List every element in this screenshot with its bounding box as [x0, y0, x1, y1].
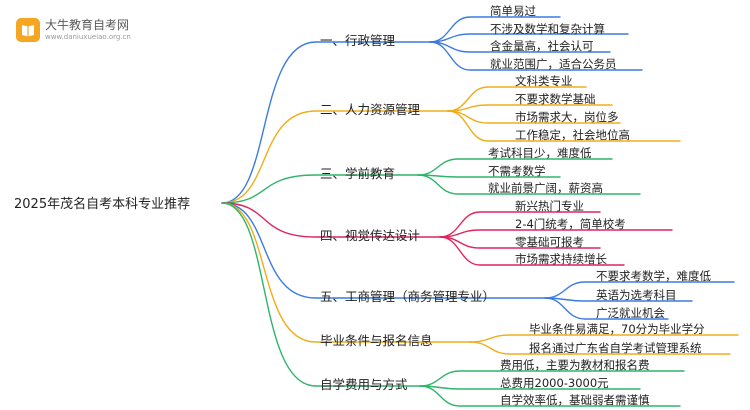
- branch-connector: [221, 202, 471, 343]
- leaf-item: 考试科目少，难度低: [488, 146, 592, 160]
- branch-label: 四、视觉传达设计: [320, 228, 421, 243]
- branch-connector: [221, 202, 421, 387]
- leaf-item: 不涉及数学和复杂计算: [490, 22, 605, 36]
- leaf-connector: [544, 297, 669, 320]
- leaf-connector: [439, 236, 625, 266]
- leaf-item: 就业范围广，适合公务员: [490, 57, 617, 71]
- branch-connector: [221, 202, 546, 299]
- branch-connector: [221, 202, 441, 238]
- leaf-connector: [469, 341, 731, 355]
- leaf-item: 新兴热门专业: [515, 199, 584, 213]
- leaf-item: 不需考数学: [488, 164, 546, 178]
- branch-label: 三、学前教育: [320, 166, 396, 181]
- leaf-item: 文科类专业: [515, 74, 573, 88]
- leaf-item: 不要求数学基础: [515, 92, 596, 106]
- leaf-item: 广泛就业机会: [596, 306, 665, 320]
- branch-label: 自学费用与方式: [320, 377, 408, 392]
- leaf-item: 费用低，主要为教材和报名费: [500, 358, 650, 372]
- branch-label: 五、工商管理（商务管理专业）: [320, 289, 496, 304]
- brand-logo: 大牛教育自考网 www.daniuxueiao.org.cn: [16, 18, 131, 42]
- brand-name: 大牛教育自考网: [45, 18, 130, 32]
- leaf-item: 总费用2000-3000元: [500, 376, 609, 390]
- leaf-item: 就业前景广阔，薪资高: [488, 181, 603, 195]
- leaf-item: 简单易过: [490, 4, 536, 18]
- branch-label: 二、人力资源管理: [320, 102, 421, 117]
- leaf-item: 不要求考数学，难度低: [596, 269, 711, 283]
- leaf-item: 自学效率低，基础弱者需谨慎: [500, 393, 650, 407]
- leaf-item: 含金量高，社会认可: [490, 39, 594, 53]
- leaf-item: 市场需求大，岗位多: [515, 110, 619, 124]
- branch-label: 一、行政管理: [320, 33, 396, 48]
- leaf-item: 工作稳定，社会地位高: [515, 128, 630, 142]
- branch-connector: [221, 174, 419, 204]
- leaf-connector: [419, 385, 681, 407]
- branch-connector: [221, 110, 449, 204]
- leaf-item: 报名通过广东省自学考试管理系统: [529, 341, 702, 355]
- leaf-connector: [429, 41, 643, 71]
- leaf-connector: [417, 174, 641, 195]
- root-topic: 2025年茂名自考本科专业推荐: [14, 197, 191, 212]
- branch-label: 毕业条件与报名信息: [320, 333, 433, 348]
- leaf-item: 英语为选考科目: [596, 288, 677, 302]
- leaf-item: 2-4门统考，简单校考: [515, 217, 626, 231]
- leaf-connector: [447, 110, 681, 142]
- brand-url: www.daniuxueiao.org.cn: [45, 33, 131, 41]
- leaf-item: 市场需求持续增长: [515, 252, 607, 266]
- branch-connector: [221, 41, 431, 204]
- leaf-item: 毕业条件易满足，70分为毕业学分: [529, 322, 705, 336]
- leaf-item: 零基础可报考: [515, 235, 584, 249]
- book-icon: [16, 18, 40, 42]
